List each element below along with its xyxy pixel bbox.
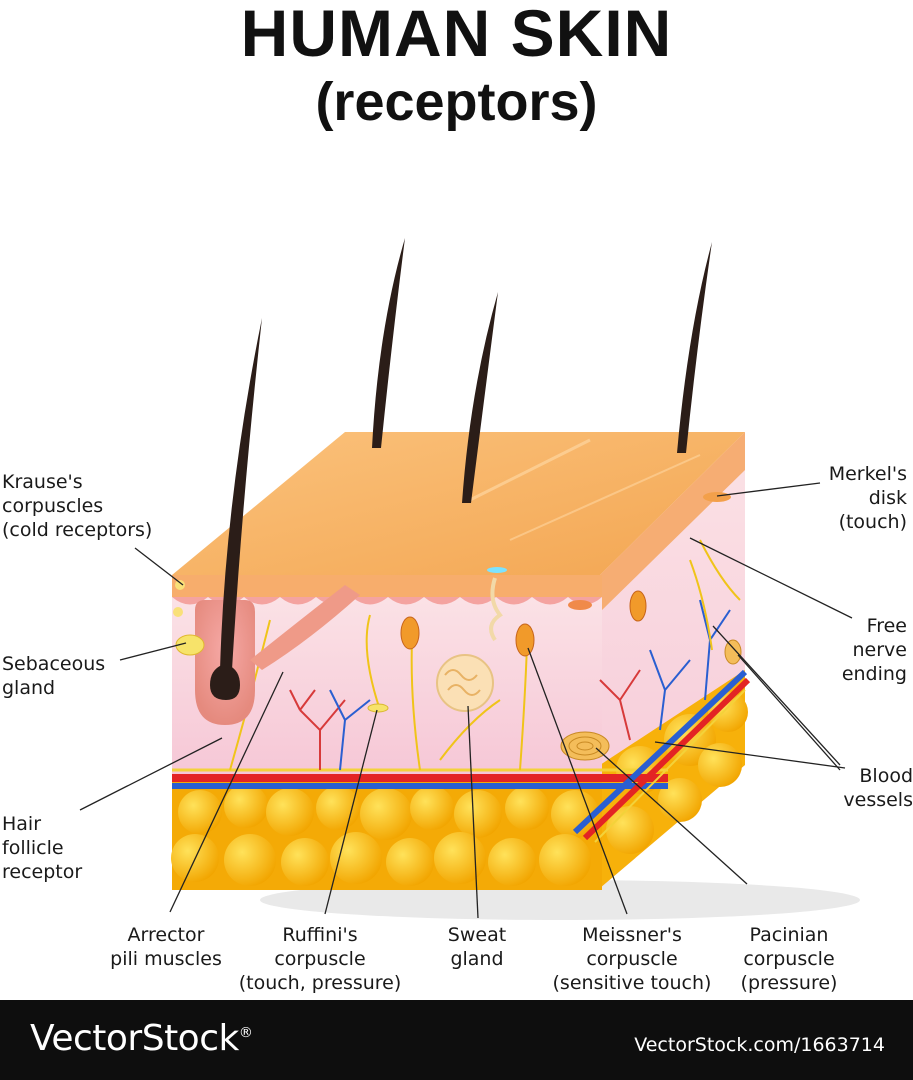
label-arrector-pili-muscles: Arrector pili muscles bbox=[110, 924, 222, 970]
sweat-pore bbox=[487, 567, 507, 573]
meissner-corpuscle bbox=[400, 616, 420, 650]
label-hair-follicle-receptor: Hair follicle receptor bbox=[2, 813, 83, 883]
label-blood-vessels: Blood vessels bbox=[843, 765, 913, 811]
ruffini-corpuscle bbox=[367, 703, 389, 713]
image-id-url[interactable]: VectorStock.com/1663714 bbox=[634, 1034, 885, 1056]
skin-cross-section-illustration bbox=[79, 238, 860, 920]
hair-follicle bbox=[195, 318, 262, 725]
label-meissner-corpuscle: Meissner's corpuscle (sensitive touch) bbox=[552, 924, 712, 994]
label-krause-corpuscles: Krause's corpuscles (cold receptors) bbox=[2, 471, 153, 541]
label-sweat-gland: Sweat gland bbox=[447, 924, 507, 970]
diagram-subtitle: (receptors) bbox=[315, 72, 598, 132]
skin-surface bbox=[172, 432, 745, 575]
blood-vessels bbox=[172, 599, 751, 843]
leader-lines bbox=[79, 482, 853, 919]
label-pacinian-corpuscle: Pacinian corpuscle (pressure) bbox=[740, 924, 838, 994]
diagram-title: HUMAN SKIN bbox=[240, 0, 673, 70]
arrector-pili-muscle bbox=[250, 585, 360, 670]
sweat-gland bbox=[436, 577, 503, 712]
krause-corpuscle bbox=[175, 580, 185, 590]
label-ruffini-corpuscle: Ruffini's corpuscle (touch, pressure) bbox=[238, 924, 402, 994]
merkel-disk bbox=[703, 492, 731, 502]
pacinian-corpuscle bbox=[560, 731, 610, 761]
hair-shafts bbox=[372, 238, 712, 503]
label-free-nerve-ending: Free nerve ending bbox=[841, 615, 907, 685]
label-sebaceous-gland: Sebaceous gland bbox=[2, 653, 106, 699]
label-merkel-disk: Merkel's disk (touch) bbox=[828, 463, 907, 533]
vectorstock-logo[interactable]: VectorStock® bbox=[30, 1018, 253, 1059]
footer-bar: VectorStock® VectorStock.com/1663714 bbox=[0, 1000, 913, 1080]
